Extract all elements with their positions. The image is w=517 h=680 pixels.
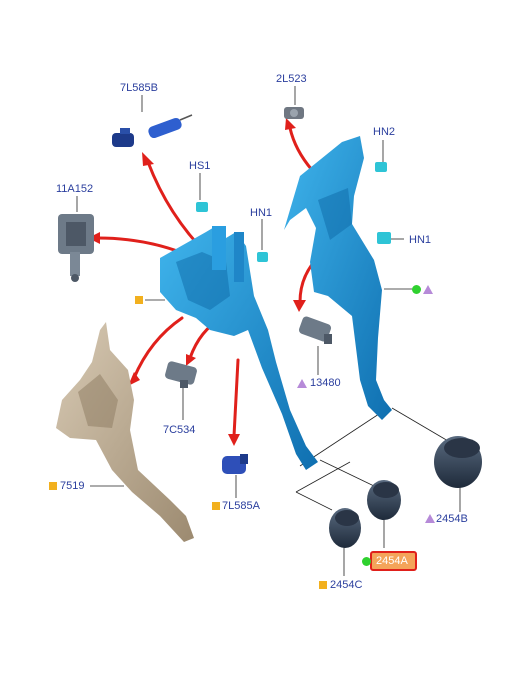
- bracket-7519-icon: [56, 322, 194, 542]
- pedal-pad-2454C-icon: [329, 508, 361, 548]
- callout-7C534[interactable]: 7C534: [163, 424, 196, 436]
- pedal-pad-2454B-icon: [434, 436, 482, 488]
- dot-marker-icon: [412, 285, 421, 294]
- switch-7L585A-icon: [222, 454, 248, 474]
- dot-marker-icon: [362, 557, 371, 566]
- triangle-marker-icon: [297, 379, 307, 388]
- callout-2L523[interactable]: 2L523: [276, 73, 307, 85]
- brake-pedal-bracket: [160, 226, 318, 470]
- master-cylinder-11A152-icon: [58, 214, 94, 282]
- switch-7L585B-icon: [112, 114, 193, 147]
- callout-7L585A[interactable]: 7L585A: [222, 500, 260, 512]
- callout-HN1-lower[interactable]: HN1: [409, 234, 432, 246]
- callout-2454A-label: 2454A: [376, 555, 408, 567]
- pedal-pad-2454A-icon: [367, 480, 401, 520]
- sensor-2L523-icon: [284, 107, 304, 119]
- square-marker-icon: [135, 296, 143, 304]
- callout-2454B[interactable]: 2454B: [436, 513, 468, 525]
- switch-13480-icon: [298, 316, 332, 344]
- callout-HN1-upper[interactable]: HN1: [250, 207, 273, 219]
- arrow-heads: [88, 118, 306, 446]
- callout-HS1[interactable]: HS1: [189, 160, 211, 172]
- square-marker-icon: [319, 581, 327, 589]
- square-marker-icon: [212, 502, 220, 510]
- fastener-icons: [196, 162, 391, 262]
- switch-7C534-icon: [165, 361, 197, 388]
- triangle-marker-icon: [425, 514, 435, 523]
- callout-7519[interactable]: 7519: [60, 480, 85, 492]
- callout-HN2[interactable]: HN2: [373, 126, 396, 138]
- accelerator-clutch-arm: [284, 136, 392, 420]
- square-marker-icon: [49, 482, 57, 490]
- triangle-marker-icon: [423, 285, 433, 294]
- callout-2454A-highlighted[interactable]: 2454A: [370, 551, 417, 571]
- leader-lines: [76, 86, 461, 576]
- callout-13480[interactable]: 13480: [310, 377, 341, 389]
- callout-7L585B[interactable]: 7L585B: [120, 82, 158, 94]
- callout-11A152[interactable]: 11A152: [56, 183, 94, 195]
- callout-2454C[interactable]: 2454C: [330, 579, 363, 591]
